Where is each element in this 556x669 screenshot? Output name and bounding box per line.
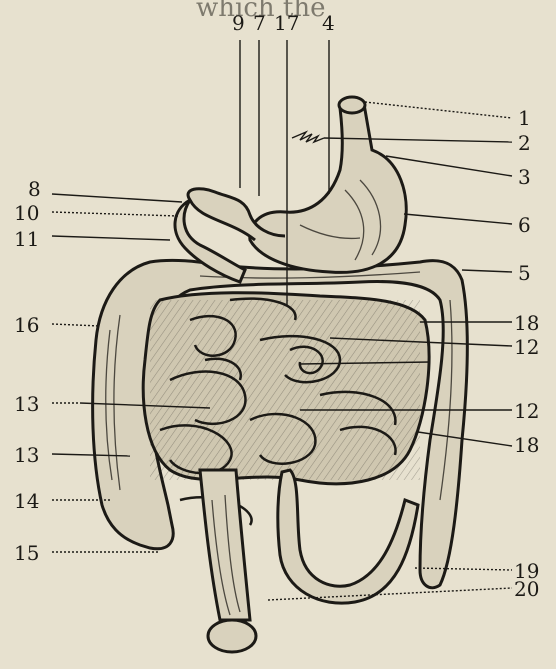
label-7: 7 [253,11,266,35]
label-17: 17 [274,11,299,35]
label-16: 16 [14,313,39,337]
label-2: 2 [518,131,531,155]
label-4: 4 [322,11,335,35]
label-18-lower: 18 [514,433,539,457]
label-12-lower: 12 [514,399,539,423]
label-1: 1 [518,106,531,130]
label-8: 8 [28,177,41,201]
label-6: 6 [518,213,531,237]
nerve-branch [292,132,324,142]
label-13-upper: 13 [14,392,39,416]
sigmoid-and-rectum [200,470,418,652]
label-11: 11 [14,227,39,251]
label-12-upper: 12 [514,335,539,359]
label-15: 15 [14,541,39,565]
label-20: 20 [514,577,539,601]
label-18-upper: 18 [514,311,539,335]
label-14: 14 [14,489,39,513]
label-5: 5 [518,261,531,285]
label-13-lower: 13 [14,443,39,467]
label-3: 3 [518,165,531,189]
stomach [250,97,406,272]
label-10: 10 [14,201,39,225]
label-9: 9 [232,11,245,35]
